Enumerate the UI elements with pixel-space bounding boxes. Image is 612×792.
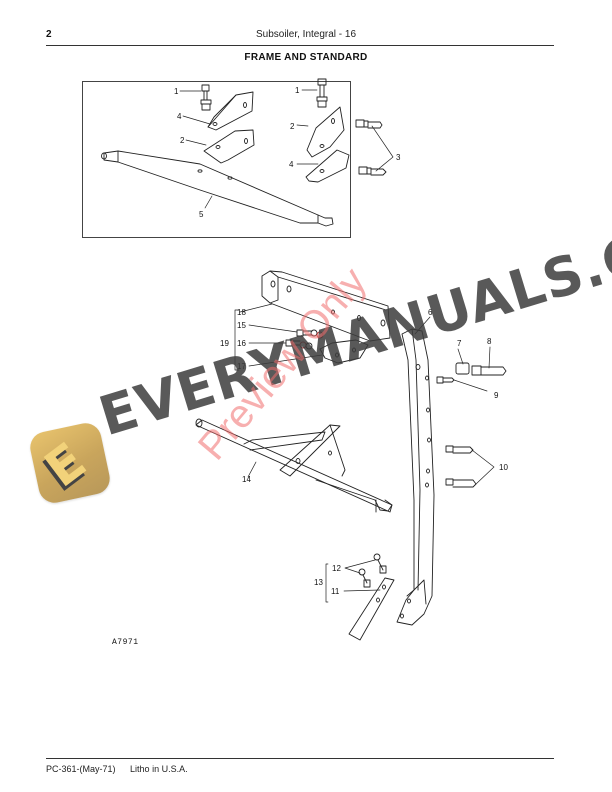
shovel-11-bolts-12: [348, 553, 395, 641]
callout-17: 17: [237, 362, 246, 371]
running-title: Subsoiler, Integral - 16: [255, 29, 357, 40]
callout-3: 3: [396, 153, 401, 162]
bracket-2-left: [203, 129, 255, 164]
standard-6: [396, 328, 435, 626]
footer: PC-361-(May-71) Litho in U.S.A.: [46, 764, 188, 774]
footer-rule: [46, 758, 554, 759]
callout-10: 10: [499, 463, 508, 472]
clamp-plate-18: [261, 270, 391, 342]
callout-6: 6: [428, 308, 433, 317]
callout-14: 14: [242, 475, 251, 484]
frame-bar-left: [101, 150, 334, 227]
callout-19: 19: [220, 339, 229, 348]
top-figure-frame: [82, 81, 351, 238]
main-leaders-bottom: [325, 559, 381, 603]
callout-8: 8: [487, 337, 492, 346]
bracket-4-right: [305, 149, 350, 183]
bolts-15-16: [285, 329, 324, 350]
section-title: FRAME AND STANDARD: [244, 52, 368, 63]
callout-2-left: 2: [180, 136, 185, 145]
callout-9: 9: [494, 391, 499, 400]
axle-14: [195, 418, 393, 513]
bracket-4-left: [207, 91, 254, 131]
illustration-id: A7971: [112, 638, 139, 647]
top-callouts: 1 4 2 5 1 2 4 3: [174, 86, 401, 219]
bolt-1-left: [200, 84, 212, 111]
bolts-3: [355, 119, 387, 176]
e-logo-icon: E: [34, 431, 97, 499]
main-callouts: 18 15 19 16 17 6 7 8 9 10 14 12 13 11: [220, 308, 508, 596]
publication-code: PC-361-(May-71): [46, 764, 116, 774]
clamp-17: [319, 339, 369, 364]
main-leaders-left: [234, 303, 323, 371]
callout-12: 12: [332, 564, 341, 573]
callout-1-left: 1: [174, 87, 179, 96]
callout-7: 7: [457, 339, 462, 348]
callout-15: 15: [237, 321, 246, 330]
callout-2-right: 2: [290, 122, 295, 131]
callout-16: 16: [237, 339, 246, 348]
callout-13: 13: [314, 578, 323, 587]
leader-14: [247, 461, 257, 478]
printing-note: Litho in U.S.A.: [130, 764, 188, 774]
bracket-2-right: [306, 106, 345, 158]
page-number: 2: [46, 29, 52, 40]
callout-4-left: 4: [177, 112, 182, 121]
bolt-1-right: [316, 78, 328, 108]
callout-11: 11: [331, 587, 340, 596]
bolts-10: [445, 445, 477, 488]
callout-1-right: 1: [295, 86, 300, 95]
header-rule: [46, 45, 554, 46]
watermark-logo: E: [27, 420, 113, 506]
callout-18: 18: [237, 308, 246, 317]
main-leaders-right: [414, 316, 495, 485]
callout-4-right: 4: [289, 160, 294, 169]
top-leaders: [179, 89, 394, 209]
callout-5: 5: [199, 210, 204, 219]
bushing-7-bolt-8-bolt-9: [436, 362, 507, 384]
